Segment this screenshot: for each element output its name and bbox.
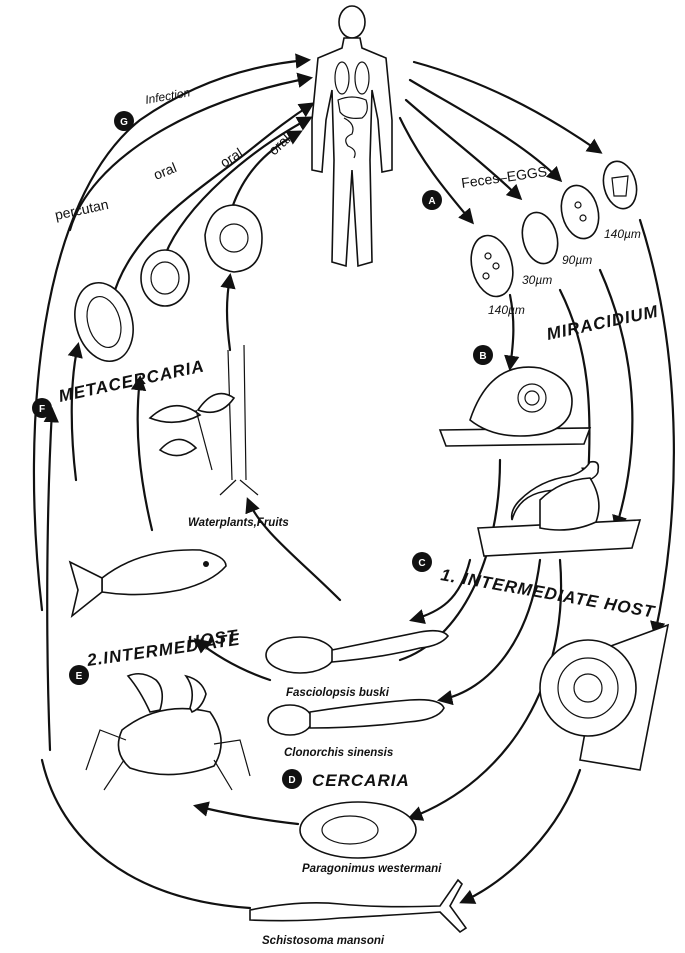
label-metacercaria: METACERCARIA	[57, 356, 206, 405]
badge-d-label: D	[288, 775, 295, 786]
label-intermediate-host-1: 1. INTERMEDIATE HOST	[439, 565, 657, 622]
step-badges: G A B C D E F	[32, 111, 493, 789]
egg-fasciolopsis	[470, 234, 514, 298]
metacercaria-fasciolopsis	[204, 204, 263, 273]
cercaria-clonorchis	[267, 698, 445, 736]
snail-lymnaeid	[477, 460, 642, 557]
badge-a-label: A	[428, 196, 435, 207]
egg-schistosoma	[602, 160, 638, 210]
cercaria-fasciolopsis	[265, 629, 450, 674]
badge-a	[422, 190, 442, 210]
badge-b	[473, 345, 493, 365]
label-oral-2: oral	[217, 145, 245, 171]
label-schistosoma-mansoni: Schistosoma mansoni	[262, 935, 385, 947]
cycle-arrows	[32, 53, 675, 910]
badge-f	[32, 398, 52, 418]
egg-clonorchis	[521, 211, 559, 265]
cercaria-paragonimus	[299, 801, 417, 859]
badge-e	[69, 665, 89, 685]
waterplant-drawing	[148, 344, 259, 496]
egg-paragonimus	[560, 184, 600, 240]
crab-drawing	[85, 672, 251, 791]
label-paragonimus-westermani: Paragonimus westermani	[302, 863, 442, 875]
label-size-140-right: 140µm	[604, 227, 641, 241]
label-size-30: 30µm	[522, 273, 552, 287]
label-fasciolopsis-buski: Fasciolopsis buski	[286, 687, 390, 699]
metacercariae-group	[74, 204, 263, 363]
label-cercaria: CERCARIA	[312, 771, 410, 790]
badge-b-label: B	[479, 351, 486, 362]
badge-f-label: F	[39, 404, 45, 415]
cercariae-group	[249, 629, 468, 934]
badge-d	[282, 769, 302, 789]
snails-group	[438, 366, 670, 771]
label-clonorchis-sinensis: Clonorchis sinensis	[284, 747, 393, 759]
label-size-140-left: 140µm	[488, 303, 525, 317]
snail-biomphalaria	[539, 623, 670, 771]
eggs-group	[470, 160, 638, 298]
badge-c-label: C	[418, 558, 425, 569]
metacercaria-paragonimus	[74, 281, 134, 363]
badge-g	[114, 111, 134, 131]
label-size-90: 90µm	[562, 253, 592, 267]
human-host-figure	[311, 5, 393, 268]
badge-e-label: E	[76, 671, 83, 682]
metacercaria-clonorchis	[140, 249, 190, 307]
label-waterplants: Waterplants,Fruits	[188, 517, 289, 529]
label-miracidium: MIRACIDIUM	[545, 302, 660, 344]
badge-c	[412, 552, 432, 572]
label-feces-eggs: Feces–EGGS	[460, 163, 548, 191]
label-oral-1: oral	[151, 159, 179, 183]
badge-g-label: G	[120, 117, 128, 128]
fish-drawing	[68, 549, 227, 619]
snail-planorbid	[438, 366, 592, 447]
cercaria-schistosoma	[249, 878, 468, 934]
